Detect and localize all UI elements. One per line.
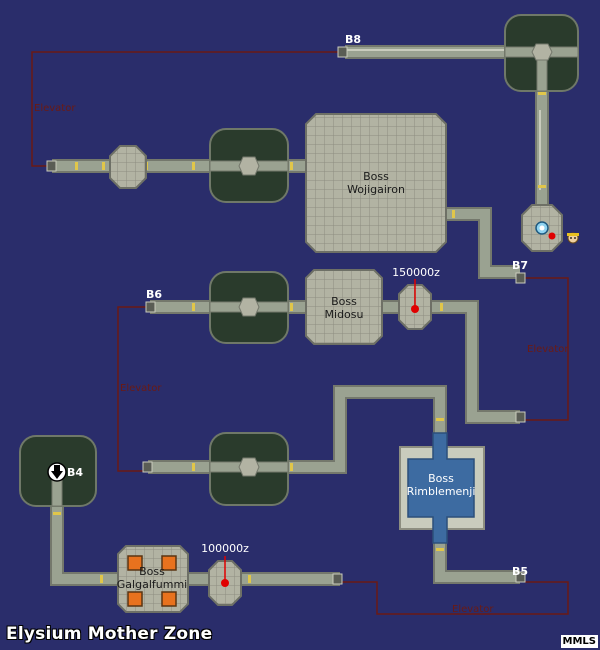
boss-room-rimblemenji: Boss Rimblemenji [399,432,485,544]
credit-badge: MMLS [560,635,598,648]
elevator-label: Elevator [120,383,162,394]
down-arrow-icon [47,462,67,482]
red-pin-icon [221,579,229,587]
boss-room-wojigairon: Boss Wojigairon [305,113,447,253]
reward-100000z: 100000z [201,542,249,587]
servbot-icon [567,232,579,244]
boss-name-line2: Galgalfummi [117,578,187,591]
reward-label: 100000z [201,542,249,555]
boss-room-midosu: Boss Midosu [305,269,383,345]
elevator-labels: Elevator Elevator Elevator Elevator [34,103,569,615]
elevator-label: Elevator [452,604,494,615]
boss-name-line1: Boss [428,472,454,485]
door-markers [53,92,546,583]
floor-label-b8: B8 [345,33,361,46]
floor-labels: B8 B7 B6 B5 B4 [67,33,528,578]
floor-label-b6: B6 [146,288,162,301]
player-marker-icon [535,221,556,240]
boss-name-line1: Boss [363,170,389,183]
elevator-lines [31,51,569,615]
boss-name-line2: Wojigairon [347,183,405,196]
boss-room-galgalfummi: Boss Galgalfummi [117,545,189,613]
boss-name-line1: Boss [139,565,165,578]
grass-rooms [19,14,579,507]
elevator-label: Elevator [34,103,76,114]
floor-label-b4: B4 [67,466,83,479]
boss-name-line2: Midosu [325,308,364,321]
reward-150000z: 150000z [392,266,440,313]
grass-room-hubs [238,43,553,477]
floor-label-b5: B5 [512,565,528,578]
elevator-label: Elevator [527,344,569,355]
red-pin-icon [411,305,419,313]
reward-label: 150000z [392,266,440,279]
boss-name-line2: Rimblemenji [407,485,476,498]
boss-name-line1: Boss [331,295,357,308]
floor-label-b7: B7 [512,259,528,272]
elevator-stops [46,46,526,585]
zone-title: Elysium Mother Zone [6,624,213,644]
